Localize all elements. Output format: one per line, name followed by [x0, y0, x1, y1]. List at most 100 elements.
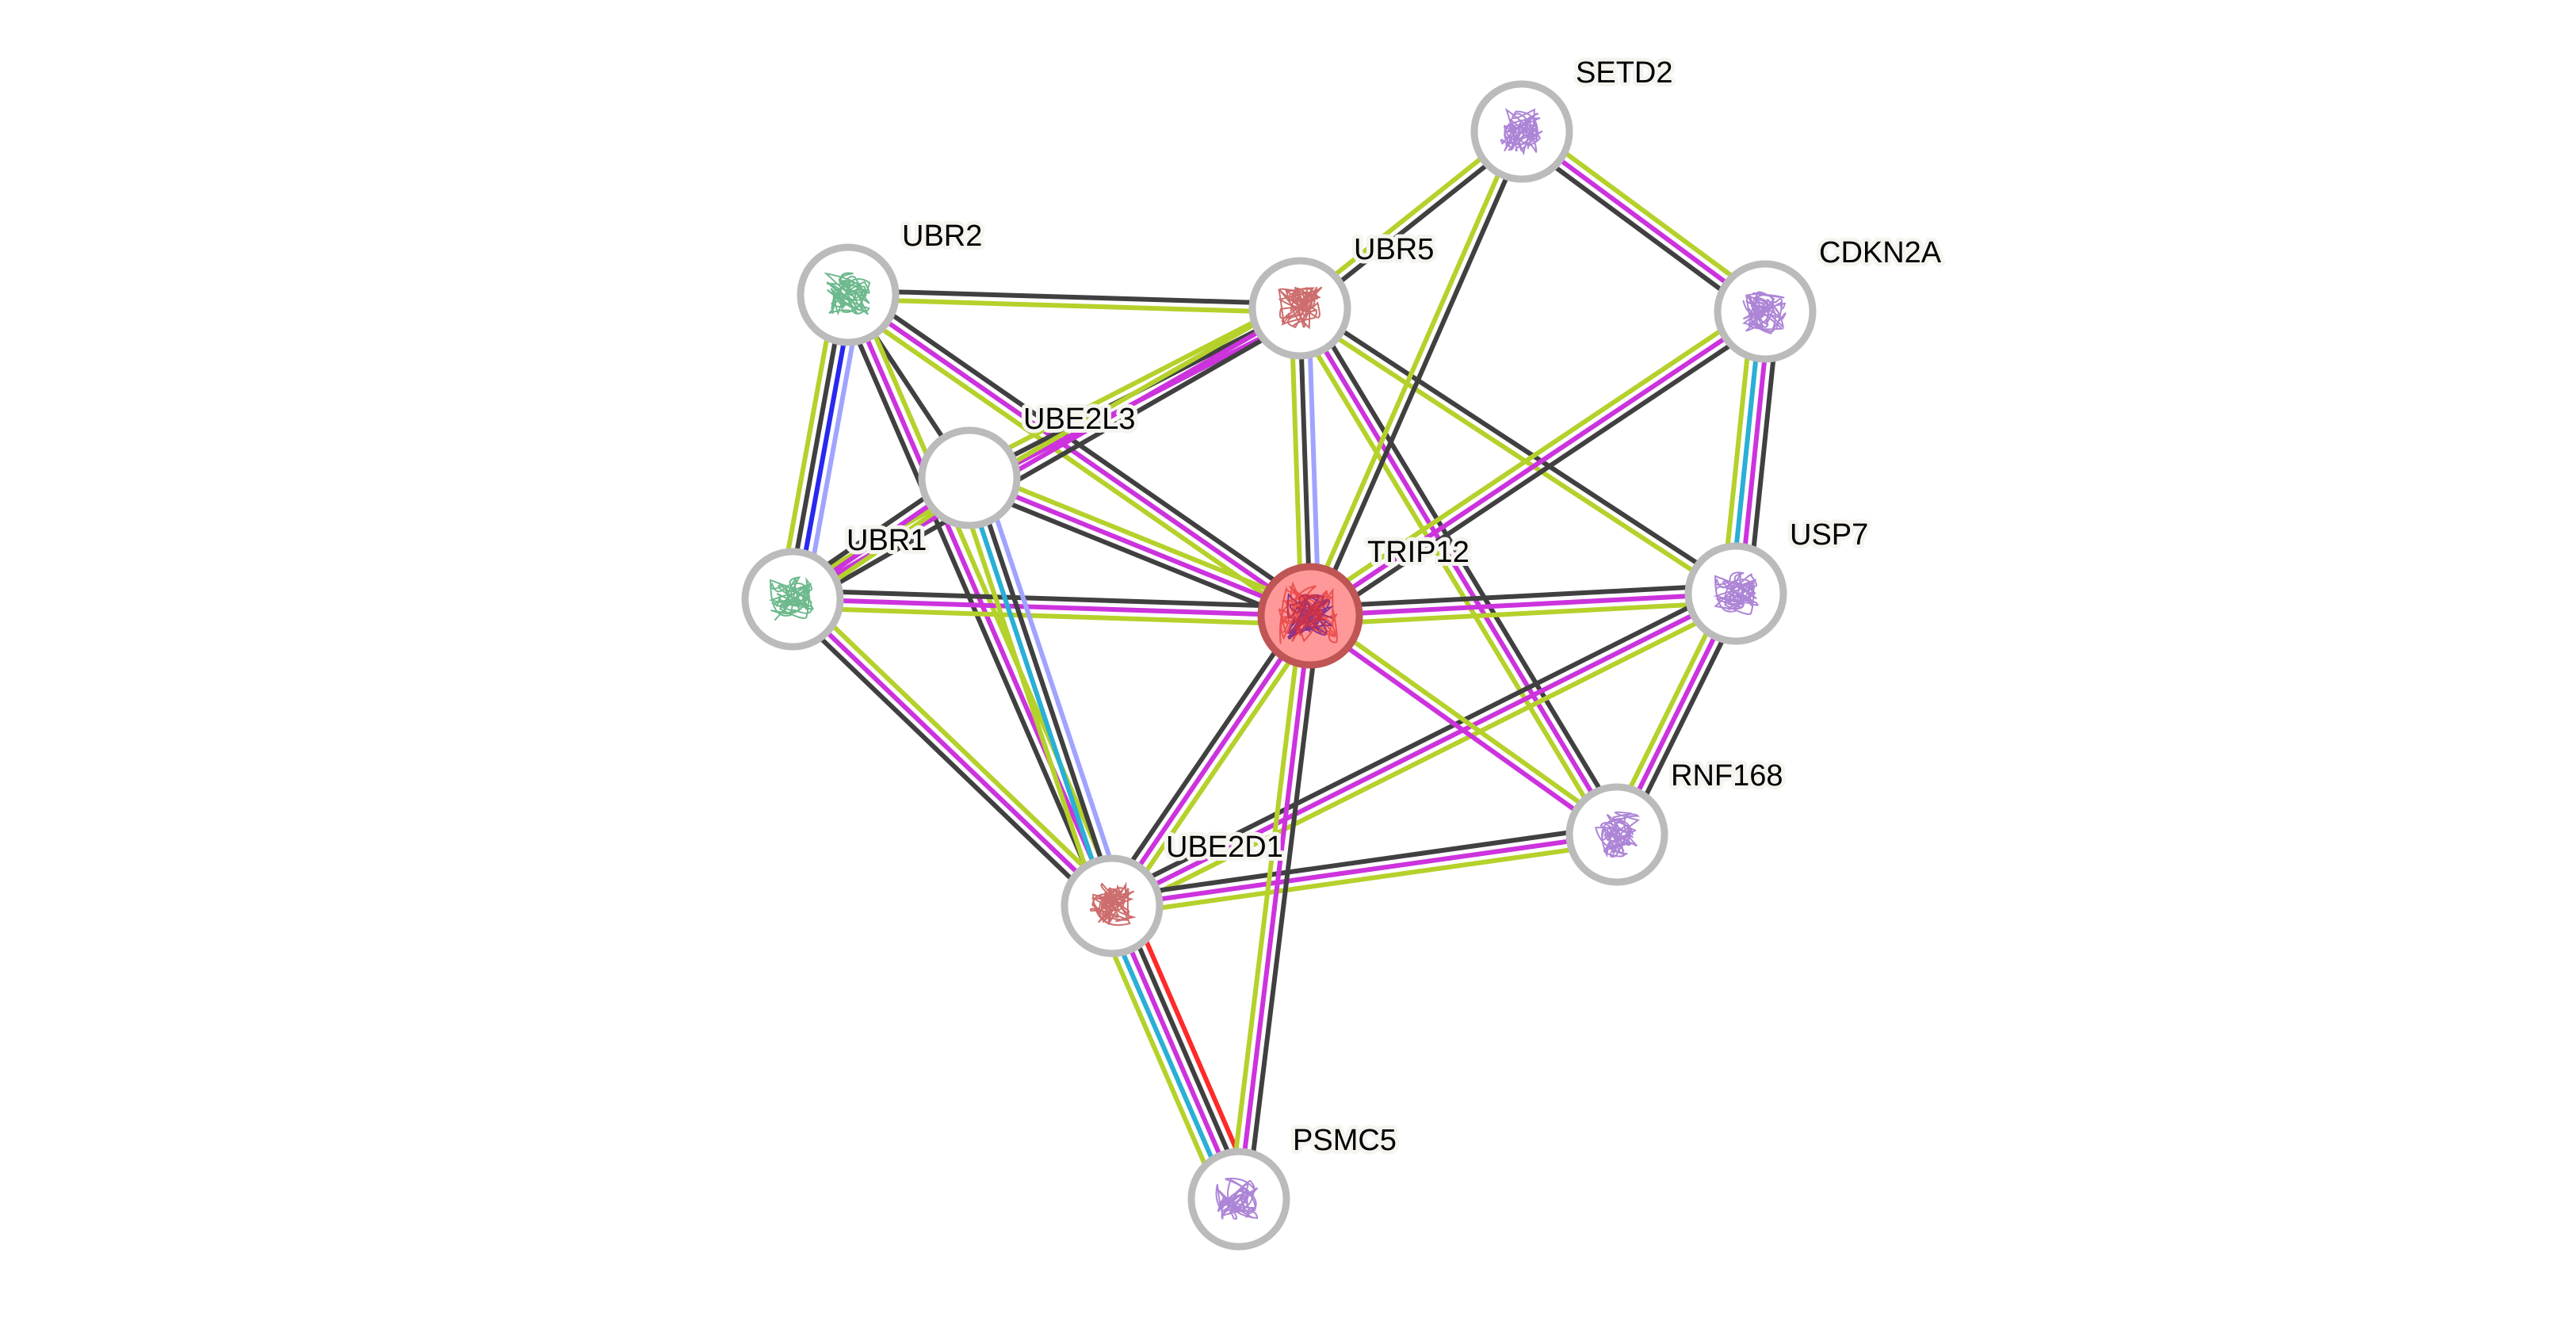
edge-evidence-yellowgreen: [954, 481, 1103, 911]
edge-evidence-magenta: [1236, 615, 1313, 1200]
edge-evidence-gray: [965, 483, 1308, 626]
edge-rnf168-ube2d1[interactable]: [1110, 823, 1619, 917]
edge-cdkn2a-trip12[interactable]: [1304, 302, 1771, 625]
node-ubr1[interactable]: UBR1: [741, 520, 931, 651]
edge-ube2d1-psmc5[interactable]: [1094, 898, 1257, 1207]
edge-evidence-yellowgreen: [1296, 310, 1735, 600]
edge-evidence-yellowgreen: [1114, 599, 1741, 916]
protein-structure-icon: [1090, 881, 1137, 926]
node-label: USP7: [1790, 518, 1868, 552]
edge-ube2d1-trip12[interactable]: [1103, 609, 1320, 912]
edge-ubr2-ubr1[interactable]: [777, 292, 864, 602]
node-ube2d1[interactable]: UBE2D1: [1061, 827, 1287, 957]
node-label: UBE2L3: [1023, 403, 1136, 436]
edge-evidence-yellowgreen: [842, 300, 1307, 625]
node-usp7[interactable]: USP7: [1684, 514, 1872, 645]
edge-evidence-yellowgreen: [847, 296, 1300, 315]
edge-evidence-magenta: [792, 597, 1311, 618]
edge-evidence-magenta: [1309, 591, 1737, 618]
node-setd2[interactable]: SETD2: [1470, 52, 1676, 183]
edge-evidence-yellowgreen: [1290, 311, 1612, 841]
edge-evidence-magenta: [1110, 614, 1313, 907]
edge-usp7-ube2d1[interactable]: [1106, 583, 1741, 916]
edge-ube2l3-ube2d1[interactable]: [954, 472, 1127, 911]
edge-evidence-yellowgreen: [1525, 122, 1772, 307]
edge-usp7-trip12[interactable]: [1309, 583, 1737, 627]
edge-setd2-trip12[interactable]: [1304, 128, 1528, 619]
edge-evidence-magenta: [1111, 832, 1618, 908]
edge-ubr1-ube2d1[interactable]: [785, 590, 1120, 915]
edge-evidence-yellowgreen: [972, 468, 1315, 610]
protein-structure-icon: [768, 576, 814, 621]
edge-evidence-magenta: [847, 292, 1312, 618]
edge-evidence-yellowgreen: [797, 590, 1120, 902]
edge-trip12-psmc5[interactable]: [1228, 614, 1321, 1201]
edge-ubr5-rnf168[interactable]: [1290, 302, 1626, 841]
node-cdkn2a[interactable]: CDKN2A: [1714, 232, 1946, 363]
edge-evidence-gray: [1103, 609, 1305, 903]
edge-evidence-gray: [1118, 901, 1249, 1197]
node-ube2l3[interactable]: UBE2L3: [918, 399, 1140, 529]
node-label: SETD2: [1576, 56, 1672, 90]
edge-evidence-yellowgreen: [1094, 911, 1225, 1207]
edge-evidence-yellowgreen: [1304, 128, 1520, 615]
edge-evidence-gray: [793, 588, 1311, 610]
edge-evidence-gray: [785, 603, 1108, 915]
edge-evidence-gray: [1515, 136, 1762, 321]
node-label: CDKN2A: [1819, 236, 1942, 269]
edge-ubr5-usp7[interactable]: [1296, 302, 1740, 600]
edge-ube2l3-trip12[interactable]: [965, 468, 1315, 626]
edge-evidence-yellowgreen: [1117, 619, 1320, 912]
edge-evidence-yellowgreen: [1311, 610, 1621, 833]
edge-evidence-magenta: [1306, 617, 1616, 840]
protein-structure-icon: [1278, 286, 1323, 330]
edge-evidence-gray: [785, 293, 847, 599]
edge-ubr2-trip12[interactable]: [842, 285, 1317, 625]
edge-evidence-cyan: [962, 478, 1110, 908]
node-trip12[interactable]: TRIP12: [1257, 532, 1473, 669]
node-label: UBE2D1: [1166, 831, 1283, 864]
node-circle[interactable]: [918, 426, 1021, 529]
edge-evidence-gray: [1309, 583, 1736, 610]
edge-ubr2-ubr5[interactable]: [847, 288, 1301, 315]
edge-rnf168-trip12[interactable]: [1306, 610, 1621, 840]
edge-evidence-gray: [1106, 583, 1733, 900]
edge-evidence-yellowgreen: [1310, 599, 1737, 627]
protein-structure-icon: [1595, 811, 1640, 858]
edge-evidence-gray: [851, 285, 1317, 611]
edge-evidence-blue: [794, 295, 855, 601]
edge-evidence-magenta: [968, 476, 1312, 618]
edge-evidence-gray: [1301, 302, 1740, 592]
edge-evidence-magenta: [1298, 307, 1619, 836]
edge-evidence-cyan: [1102, 908, 1233, 1204]
edge-evidence-magenta: [1110, 591, 1737, 908]
edge-evidence-lightblue: [979, 472, 1127, 903]
node-ubr5[interactable]: UBR5: [1248, 229, 1438, 360]
node-psmc5[interactable]: PSMC5: [1187, 1120, 1401, 1251]
edge-evidence-yellowgreen: [1304, 302, 1762, 611]
node-rnf168[interactable]: RNF168: [1565, 755, 1787, 886]
edge-evidence-gray: [1110, 823, 1616, 900]
node-label: PSMC5: [1293, 1124, 1397, 1157]
edge-evidence-red: [1126, 898, 1257, 1194]
edge-evidence-yellowgreen: [1228, 614, 1305, 1199]
edge-evidence-gray: [795, 313, 1305, 609]
node-label: UBR2: [902, 220, 982, 253]
edge-evidence-lightblue: [803, 296, 864, 602]
edge-ubr1-trip12[interactable]: [792, 588, 1311, 627]
node-label: UBR5: [1354, 233, 1434, 266]
edge-evidence-gray: [1313, 316, 1771, 625]
protein-structure-icon: [1742, 291, 1787, 334]
node-label: UBR1: [847, 524, 927, 557]
protein-structure-icon: [824, 272, 871, 316]
edge-evidence-yellowgreen: [777, 292, 838, 598]
protein-structure-icon: [1713, 571, 1759, 615]
edge-evidence-magenta: [790, 597, 1114, 908]
edge-evidence-gray: [1305, 302, 1626, 831]
edge-evidence-magenta: [846, 293, 1114, 907]
node-ubr2[interactable]: UBR2: [797, 216, 986, 346]
node-label: TRIP12: [1367, 536, 1470, 569]
edge-evidence-magenta: [1110, 904, 1241, 1201]
